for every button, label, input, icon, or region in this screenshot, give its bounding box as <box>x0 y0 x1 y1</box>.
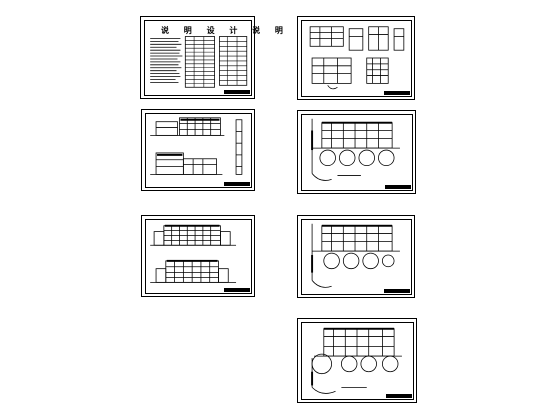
sheet-details-sections[interactable] <box>297 16 415 100</box>
sheet-floor-plan-2[interactable] <box>297 215 415 298</box>
elevations-drawing <box>150 224 237 283</box>
elevation-section-drawing <box>150 117 243 175</box>
title-block <box>385 185 411 189</box>
title-block <box>384 91 410 95</box>
title-block <box>224 288 250 292</box>
sheet-elevations-sections[interactable] <box>141 109 255 191</box>
design-notes-drawing <box>150 36 248 88</box>
sheet-front-rear-elevations[interactable] <box>141 215 255 297</box>
sheet-design-notes[interactable]: 说 明 设 计 说 明 <box>140 16 283 99</box>
floor-plan-2-drawing <box>311 223 400 288</box>
sheet-title: 说 明 设 计 说 明 <box>161 25 289 35</box>
title-block <box>224 182 250 186</box>
title-block <box>384 289 410 293</box>
floor-plan-1-drawing <box>311 118 400 181</box>
details-drawing <box>309 26 405 90</box>
title-block <box>224 90 250 94</box>
sheet-floor-plan-3[interactable] <box>297 318 417 403</box>
sheet-floor-plan-1[interactable] <box>297 110 416 194</box>
floor-plan-3-drawing <box>311 327 402 394</box>
title-block <box>386 394 412 398</box>
